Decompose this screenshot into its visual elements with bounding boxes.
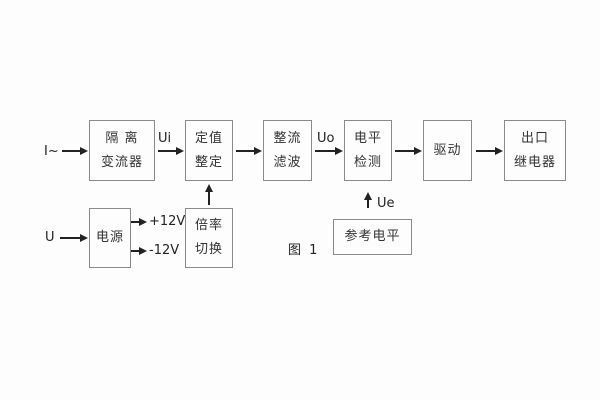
arrow-ratio-to-setting-icon [205, 184, 213, 205]
block-output-relay: 出口 继电器 [504, 120, 566, 181]
arrow-input-current-icon [62, 147, 88, 155]
block-label: 检测 [353, 154, 382, 170]
block-label: 参考电平 [344, 229, 401, 244]
label-ui: Ui [158, 131, 172, 146]
block-level-detector: 电平 检测 [344, 120, 392, 181]
block-label: 驱动 [433, 142, 462, 158]
block-rectifier-filter: 整流 滤波 [263, 120, 312, 181]
block-label: 整定 [194, 154, 223, 170]
block-isolation-transformer: 隔 离 变流器 [89, 120, 155, 181]
arrow-rectifier-to-level-icon [315, 147, 343, 155]
block-label: 继电器 [513, 154, 556, 170]
arrow-minus-12v-icon [131, 247, 147, 255]
block-label: 隔 离 [105, 130, 139, 146]
arrow-driver-to-output-icon [476, 147, 503, 155]
arrow-setting-to-rectifier-icon [236, 147, 262, 155]
arrow-input-voltage-icon [60, 234, 88, 242]
arrow-reference-to-level-icon [364, 192, 372, 208]
label-ue: Ue [377, 196, 395, 211]
block-label: 倍率 [194, 218, 223, 233]
label-input-current: I~ [44, 144, 59, 159]
label-input-voltage: U [45, 230, 55, 245]
block-label: 整流 [273, 130, 302, 146]
label-uo: Uo [317, 131, 335, 146]
block-label: 电平 [353, 130, 382, 146]
block-power-supply: 电源 [89, 208, 131, 268]
block-driver: 驱动 [423, 120, 472, 181]
arrow-plus-12v-icon [131, 218, 147, 226]
block-label: 变流器 [100, 154, 143, 170]
label-minus-12v: -12V [149, 243, 180, 258]
block-setting-adjust: 定值 整定 [185, 120, 233, 181]
block-label: 定值 [194, 130, 223, 146]
block-label: 滤波 [273, 154, 302, 170]
arrow-level-to-driver-icon [395, 147, 422, 155]
arrow-isolation-to-setting-icon [158, 147, 184, 155]
block-ratio-switch: 倍率 切换 [185, 208, 233, 268]
block-label: 出口 [520, 130, 549, 146]
block-label: 切换 [194, 242, 223, 257]
label-plus-12v: +12V [149, 214, 186, 229]
figure-caption: 图 1 [288, 243, 320, 258]
block-label: 电源 [95, 230, 124, 245]
block-reference-level: 参考电平 [333, 219, 412, 255]
